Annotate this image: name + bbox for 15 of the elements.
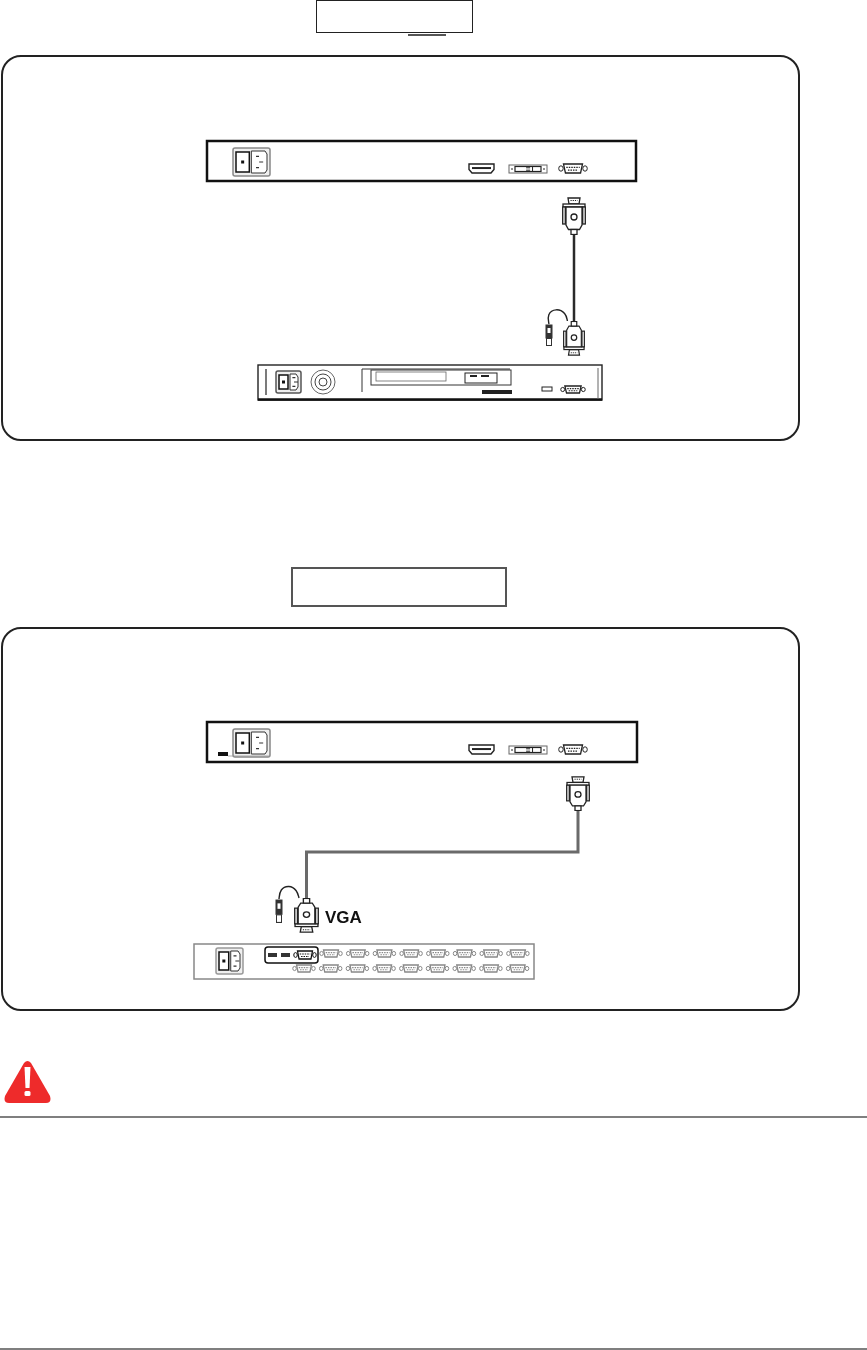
cable <box>547 309 569 325</box>
panel-frame <box>1 55 800 441</box>
connector-label: VGA <box>325 909 362 926</box>
panel-frame <box>1 627 800 1011</box>
vga-plug <box>566 776 590 811</box>
usb-plug <box>545 324 553 346</box>
vga-plug <box>562 197 586 235</box>
cable <box>278 885 300 900</box>
usb-plug <box>275 899 283 923</box>
vga-plug <box>294 898 319 933</box>
vga-plug <box>563 321 585 356</box>
cable <box>305 811 580 898</box>
title-frame <box>291 567 507 607</box>
title-frame <box>316 0 473 33</box>
cable <box>572 235 576 321</box>
